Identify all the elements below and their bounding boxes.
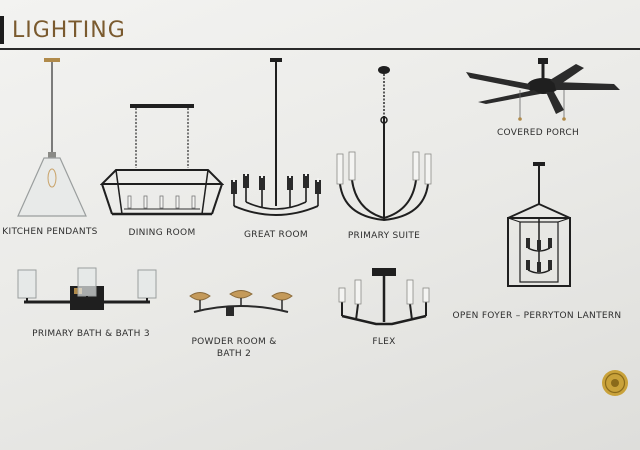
fixture-label-great-room: GREAT ROOM bbox=[244, 230, 308, 240]
cone-pendant-icon bbox=[14, 58, 90, 220]
foyer-lantern-icon bbox=[504, 160, 574, 292]
fixture-label-flex: FLEX bbox=[372, 337, 396, 347]
header-tab-marker bbox=[0, 16, 4, 44]
vanity-light-icon bbox=[14, 266, 160, 312]
header-divider bbox=[0, 48, 640, 50]
curved-chandelier-icon bbox=[334, 64, 434, 226]
fixture-label-powder-room: POWDER ROOM & BATH 2 bbox=[191, 337, 277, 359]
semi-flush-icon bbox=[336, 266, 432, 328]
fixture-label-dining-room: DINING ROOM bbox=[128, 228, 196, 238]
fixture-label-primary-suite: PRIMARY SUITE bbox=[347, 231, 421, 241]
page-title: LIGHTING bbox=[12, 18, 126, 43]
brass-vanity-icon bbox=[188, 290, 294, 320]
fixture-label-open-foyer: OPEN FOYER – PERRYTON LANTERN bbox=[452, 311, 622, 321]
page-header: LIGHTING bbox=[0, 12, 640, 52]
linear-lantern-icon bbox=[100, 102, 224, 222]
fixture-label-primary-bath: PRIMARY BATH & BATH 3 bbox=[32, 329, 150, 339]
candle-chandelier-icon bbox=[224, 56, 328, 226]
ceiling-fan-icon bbox=[464, 56, 624, 124]
brand-seal-icon bbox=[601, 369, 629, 397]
fixture-label-covered-porch: COVERED PORCH bbox=[496, 128, 580, 138]
fixture-label-kitchen-pendants: KITCHEN PENDANTS bbox=[2, 227, 98, 237]
